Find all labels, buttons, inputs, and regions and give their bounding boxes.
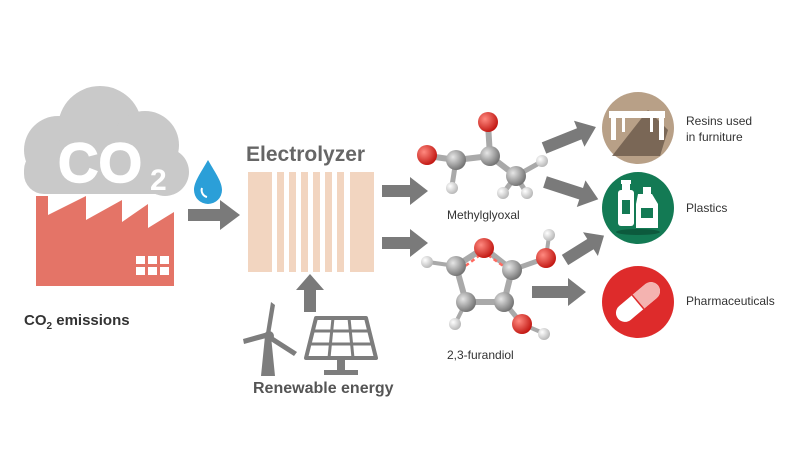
resins-icon: [602, 92, 674, 164]
co2-cloud: [24, 86, 189, 196]
furandiol-molecule: [421, 229, 556, 340]
arrow-meth-to-plastics: [543, 176, 599, 208]
factory-icon: [36, 196, 174, 286]
pharmaceuticals-label: Pharmaceuticals: [686, 294, 775, 308]
plastics-label: Plastics: [686, 201, 728, 215]
solar-panel-icon: [304, 316, 378, 375]
co2-cloud-subscript: 2: [150, 164, 167, 197]
arrow-to-furandiol: [382, 229, 428, 257]
electrolyzer-icon: [248, 172, 374, 272]
arrow-to-methylglyoxal: [382, 177, 428, 205]
arrow-to-pharma: [532, 278, 586, 306]
arrow-furan-to-plastics: [561, 232, 605, 266]
arrow-up-energy: [296, 274, 324, 312]
water-drop-icon: [194, 160, 222, 204]
resins-label-line2: in furniture: [686, 130, 743, 144]
methylglyoxal-molecule: [417, 112, 548, 199]
renewable-energy-label: Renewable energy: [253, 380, 394, 397]
methylglyoxal-label: Methylglyoxal: [447, 208, 520, 222]
electrolyzer-label: Electrolyzer: [246, 143, 366, 166]
resins-label-line1: Resins used: [686, 114, 753, 128]
water-drop-highlight: [200, 187, 208, 198]
plastics-icon: [602, 172, 674, 244]
wind-turbine-icon: [243, 302, 297, 376]
pharma-icon: [602, 266, 674, 338]
arrow-to-electrolyzer: [188, 200, 240, 230]
furandiol-label: 2,3-furandiol: [447, 348, 514, 362]
resins-label: Resins used in furniture: [686, 113, 752, 145]
co2-cloud-label: CO: [58, 131, 142, 194]
arrow-to-resins: [541, 120, 596, 154]
co2-emissions-label: CO2 emissions: [24, 312, 130, 332]
